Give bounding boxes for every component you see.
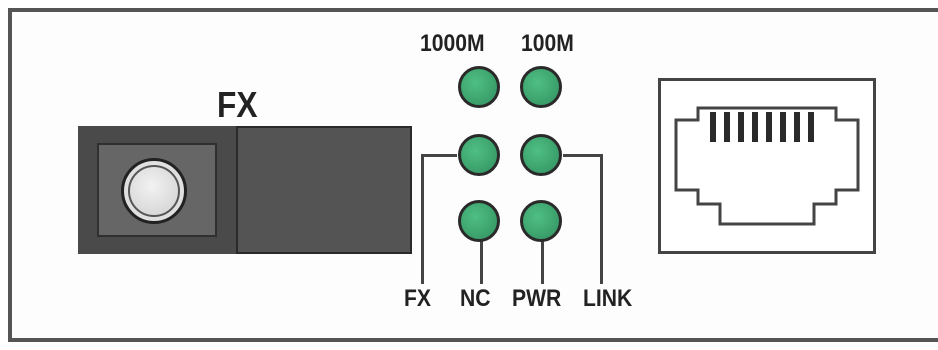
label-fx-indicator: FX [404, 285, 431, 312]
leader-nc [480, 236, 483, 284]
leader-link-vertical [600, 154, 603, 284]
leader-fx-vertical [421, 154, 424, 284]
label-100m: 100M [521, 30, 574, 57]
label-link: LINK [583, 285, 633, 312]
led-1000m [458, 66, 500, 108]
led-pwr [520, 200, 562, 242]
label-nc: NC [460, 285, 491, 312]
label-pwr: PWR [512, 285, 562, 312]
led-100m [520, 66, 562, 108]
rj45-port-icon [674, 106, 860, 226]
leader-pwr [541, 236, 544, 284]
label-1000m: 1000M [420, 30, 485, 57]
leader-link-horizontal [563, 154, 603, 157]
led-link [520, 134, 562, 176]
fx-module-title: FX [217, 84, 258, 125]
fiber-module-divider [236, 126, 238, 254]
led-fx [458, 134, 500, 176]
fiber-port-core [128, 165, 180, 217]
leader-fx-horizontal [421, 154, 457, 157]
led-nc [458, 200, 500, 242]
